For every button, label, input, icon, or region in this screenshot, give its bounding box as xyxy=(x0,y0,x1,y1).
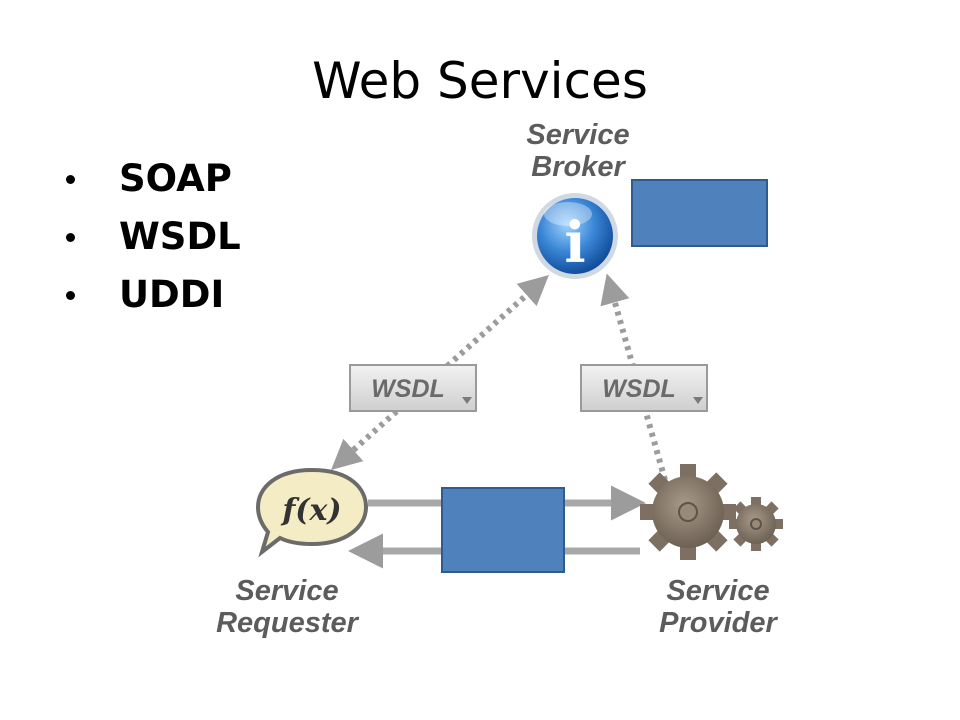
page-title: Web Services xyxy=(312,52,648,110)
broker-label-line-1: Service xyxy=(526,119,629,151)
message-blue-box xyxy=(441,487,565,573)
provider-label-line-1: Service xyxy=(666,575,769,607)
left-wsdl-tag-text: WSDL xyxy=(371,375,445,403)
right-wsdl-tag: WSDL xyxy=(580,364,708,412)
bullet-text: SOAP xyxy=(119,157,232,200)
bullet-dot xyxy=(66,290,75,300)
bullet-text: WSDL xyxy=(119,215,241,258)
left-wsdl-tag: WSDL xyxy=(349,364,477,412)
function-symbol: f(x) xyxy=(280,493,341,528)
bullet-list: SOAP WSDL UDDI xyxy=(66,150,241,324)
bullet-dot xyxy=(66,232,75,242)
requester-label-line-2: Requester xyxy=(216,607,360,639)
bullet-text: UDDI xyxy=(119,273,225,316)
provider-label-line-2: Provider xyxy=(659,607,778,639)
info-symbol: i xyxy=(564,210,585,276)
broker-label-line-2: Broker xyxy=(531,151,626,183)
info-icon: i xyxy=(532,193,618,279)
bullet-item: SOAP xyxy=(66,150,241,208)
function-bubble-icon: f(x) xyxy=(255,467,369,558)
bullet-item: UDDI xyxy=(66,266,241,324)
broker-blue-box xyxy=(631,179,768,247)
requester-label-line-1: Service xyxy=(235,575,338,607)
bullet-dot xyxy=(66,174,75,184)
bullet-item: WSDL xyxy=(66,208,241,266)
right-wsdl-tag-text: WSDL xyxy=(602,375,676,403)
gear-icon xyxy=(640,464,783,560)
